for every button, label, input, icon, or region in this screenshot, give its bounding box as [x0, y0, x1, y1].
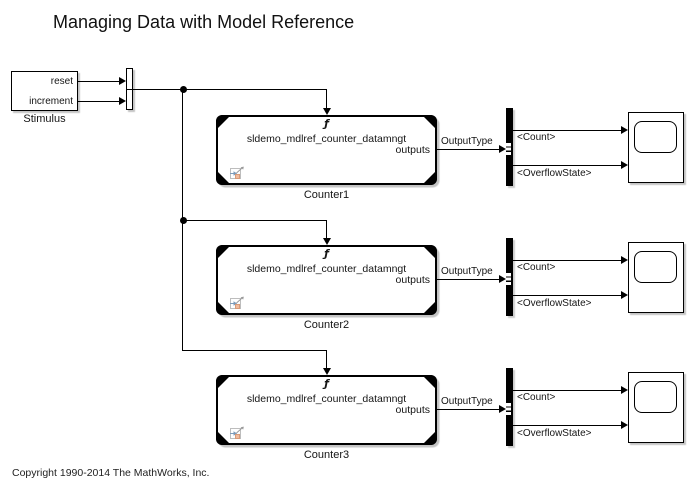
signal-label-count[interactable]: <Count> — [517, 262, 556, 273]
overflow-wire-3[interactable] — [513, 425, 621, 427]
counter2-label[interactable]: Counter2 — [303, 319, 350, 331]
bus-wire-main[interactable] — [133, 89, 327, 91]
scope-screen-icon — [634, 381, 677, 413]
stimulus-label[interactable]: Stimulus — [23, 113, 66, 125]
count-wire-1[interactable] — [513, 130, 621, 132]
corner-tab — [422, 430, 437, 445]
branch-point — [180, 86, 187, 93]
trigger-wire-counter3[interactable] — [326, 350, 328, 369]
referenced-model-name: sldemo_mdlref_counter_datamngt — [246, 263, 407, 275]
corner-tab — [216, 375, 231, 390]
overflow-wire-1[interactable] — [513, 165, 621, 167]
trigger-wire-counter2[interactable] — [326, 220, 328, 239]
corner-tab — [216, 170, 231, 185]
model-reference-badge-icon — [230, 426, 244, 439]
trigger-port-icon: ƒ — [324, 247, 329, 260]
corner-tab — [216, 245, 231, 260]
scope-block-1[interactable] — [628, 112, 684, 183]
stimulus-port-reset: reset — [50, 76, 73, 87]
arrowhead — [499, 405, 506, 413]
signal-label-outputtype[interactable]: OutputType — [441, 266, 493, 277]
scope-screen-icon — [634, 251, 677, 283]
outputs-port-label: outputs — [395, 404, 430, 416]
trigger-port-icon: ƒ — [324, 117, 329, 130]
scope-screen-icon — [634, 121, 677, 153]
arrowhead — [621, 386, 628, 394]
outputs-port-label: outputs — [395, 274, 430, 286]
signal-label-outputtype[interactable]: OutputType — [441, 396, 493, 407]
bus-wire-row2[interactable] — [182, 220, 327, 222]
corner-tab — [422, 375, 437, 390]
stimulus-port-increment: increment — [29, 96, 73, 107]
counter3-label[interactable]: Counter3 — [303, 449, 350, 461]
signal-label-overflowstate[interactable]: <OverflowState> — [517, 428, 592, 439]
bus-creator-block[interactable] — [126, 68, 133, 110]
arrowhead — [119, 97, 126, 105]
bus-selector-1[interactable] — [506, 108, 513, 186]
trigger-wire-counter1[interactable] — [326, 89, 328, 109]
bus-input-port-icon — [506, 143, 511, 155]
trigger-port-icon: ƒ — [324, 377, 329, 390]
arrowhead — [621, 421, 628, 429]
referenced-model-name: sldemo_mdlref_counter_datamngt — [246, 133, 407, 145]
referenced-model-name: sldemo_mdlref_counter_datamngt — [246, 393, 407, 405]
arrowhead — [499, 145, 506, 153]
counter1-model-block[interactable]: ƒ sldemo_mdlref_counter_datamngt outputs — [216, 115, 437, 185]
stimulus-block[interactable]: reset increment — [11, 71, 78, 111]
bus-selector-3[interactable] — [506, 368, 513, 446]
arrowhead — [323, 108, 331, 115]
signal-label-overflowstate[interactable]: <OverflowState> — [517, 168, 592, 179]
arrowhead — [621, 291, 628, 299]
model-reference-badge-icon — [230, 296, 244, 309]
counter2-model-block[interactable]: ƒ sldemo_mdlref_counter_datamngt outputs — [216, 245, 437, 315]
arrowhead — [323, 368, 331, 375]
arrowhead — [323, 238, 331, 245]
model-reference-badge-icon — [230, 166, 244, 179]
arrowhead — [621, 126, 628, 134]
overflow-wire-2[interactable] — [513, 295, 621, 297]
count-wire-2[interactable] — [513, 260, 621, 262]
outputs-port-label: outputs — [395, 144, 430, 156]
corner-tab — [422, 300, 437, 315]
signal-label-count[interactable]: <Count> — [517, 392, 556, 403]
signal-label-count[interactable]: <Count> — [517, 132, 556, 143]
scope-block-2[interactable] — [628, 242, 684, 313]
scope-block-3[interactable] — [628, 372, 684, 443]
corner-tab — [422, 170, 437, 185]
reset-wire[interactable] — [78, 81, 119, 83]
signal-label-overflowstate[interactable]: <OverflowState> — [517, 298, 592, 309]
diagram-title[interactable]: Managing Data with Model Reference — [53, 12, 355, 32]
counter3-model-block[interactable]: ƒ sldemo_mdlref_counter_datamngt outputs — [216, 375, 437, 445]
copyright-annotation[interactable]: Copyright 1990-2014 The MathWorks, Inc. — [12, 467, 210, 479]
arrowhead — [499, 275, 506, 283]
arrowhead — [621, 161, 628, 169]
corner-tab — [216, 430, 231, 445]
corner-tab — [216, 115, 231, 130]
corner-tab — [422, 245, 437, 260]
arrowhead — [119, 77, 126, 85]
bus-input-port-icon — [506, 403, 511, 415]
outputtype-wire-1[interactable] — [437, 149, 499, 151]
outputtype-wire-2[interactable] — [437, 279, 499, 281]
bus-wire-row3[interactable] — [182, 350, 327, 352]
corner-tab — [422, 115, 437, 130]
count-wire-3[interactable] — [513, 390, 621, 392]
bus-selector-2[interactable] — [506, 238, 513, 316]
arrowhead — [621, 256, 628, 264]
increment-wire[interactable] — [78, 101, 119, 103]
corner-tab — [216, 300, 231, 315]
bus-input-port-icon — [506, 273, 511, 285]
signal-label-outputtype[interactable]: OutputType — [441, 136, 493, 147]
outputtype-wire-3[interactable] — [437, 409, 499, 411]
counter1-label[interactable]: Counter1 — [303, 189, 350, 201]
bus-creator-divider — [127, 89, 132, 90]
